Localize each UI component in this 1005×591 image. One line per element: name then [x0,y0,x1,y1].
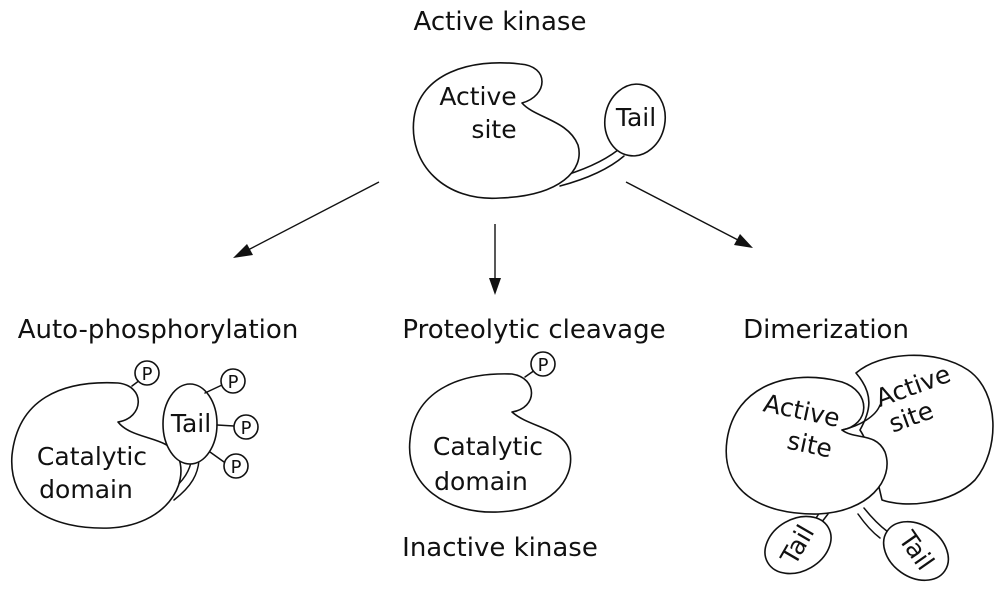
phosphate-group-2: P [220,368,246,394]
auto-phosphorylation-domain-line2: domain [39,475,133,504]
svg-text:P: P [142,364,153,385]
active-kinase-panel: Active kinase Active site Tail [412,7,666,199]
auto-phosphorylation-tail-label: Tail [170,409,211,438]
proteolytic-domain-line1: Catalytic [433,432,543,461]
auto-phosphorylation-panel: Auto-phosphorylation P P P P Catalytic [11,315,299,529]
phosphate-group-4: P [223,453,249,479]
dimer-back-active-site-edge [841,404,881,431]
phosphate-group-3: P [233,414,259,440]
arrow-to-dimerization [625,181,753,248]
dimer-tail-right [882,520,950,582]
auto-phosphorylation-heading: Auto-phosphorylation [18,315,299,345]
dimerization-panel: Dimerization Active site Active site Tai… [725,315,994,582]
dimerization-heading: Dimerization [743,315,909,345]
proteolytic-phosphate-group: P [530,351,556,377]
phospho-stem-2 [204,384,223,394]
phospho-stem-3 [216,424,235,427]
active-kinase-body [412,62,580,199]
svg-text:P: P [241,418,252,439]
auto-phosphorylation-domain-line1: Catalytic [37,442,147,471]
phosphate-group-1: P [134,360,160,386]
proteolytic-cleavage-heading: Proteolytic cleavage [402,315,665,345]
active-kinase-tail-label: Tail [615,103,656,132]
proteolytic-cleavage-panel: Proteolytic cleavage P Catalytic domain … [402,315,665,563]
phospho-stem-4 [209,451,225,463]
inactive-kinase-caption: Inactive kinase [402,533,598,563]
active-site-label-line1: Active [439,82,516,111]
arrow-to-proteolytic-cleavage [489,224,501,295]
auto-phosphorylation-tail [162,383,218,465]
dimer-tail-left [764,515,832,575]
arrows [233,181,753,295]
proteolytic-domain-line2: domain [434,467,528,496]
svg-text:P: P [228,372,239,393]
svg-text:P: P [231,457,242,478]
active-kinase-heading: Active kinase [414,7,587,37]
dimer-linker-right [857,507,889,539]
dimer-monomer-front [725,376,888,515]
proteolytic-cleavage-body [408,373,572,513]
svg-text:P: P [538,355,549,376]
arrow-to-auto-phosphorylation [233,181,380,258]
dimer-monomer-back [855,354,994,505]
active-kinase-tail [604,83,666,157]
active-site-label-line2: site [471,115,516,144]
